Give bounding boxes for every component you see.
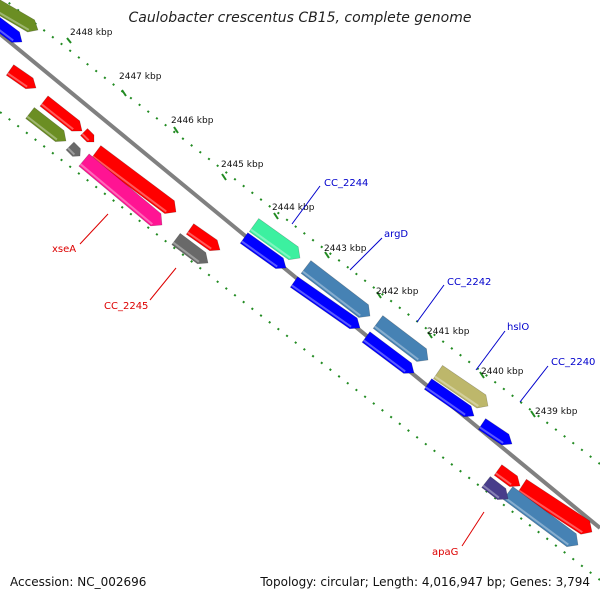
- tick-mark-2444: [273, 212, 279, 220]
- gene-red-upper-highlight: [40, 103, 74, 130]
- gene-gray-small-highlight: [67, 147, 76, 156]
- tick-mark-2442: [376, 291, 382, 299]
- gene-red-xsea[interactable]: [90, 145, 177, 214]
- leader-apag: [461, 511, 485, 547]
- kbp-label-2439: 2439 kbp: [535, 407, 578, 417]
- gene-steel-argd[interactable]: [300, 260, 371, 318]
- gene-label-argd[interactable]: argD: [384, 229, 408, 240]
- gene-red-left-small[interactable]: [5, 64, 37, 90]
- gene-label-group: CC_2244 argD CC_2242 hslO CC_2240 xseA C…: [52, 178, 595, 558]
- gene-blue-hslo[interactable]: [423, 378, 475, 418]
- kbp-label-2445: 2445 kbp: [221, 160, 264, 170]
- gene-label-xsea[interactable]: xseA: [52, 244, 76, 255]
- gene-red-xsea-highlight: [92, 155, 167, 213]
- gene-slate-apag-highlight: [482, 484, 500, 499]
- kbp-label-2448: 2448 kbp: [70, 28, 113, 38]
- kbp-label-2447: 2447 kbp: [119, 72, 162, 82]
- gene-slate-apag[interactable]: [481, 476, 509, 500]
- gene-steel-cc2242-highlight: [374, 325, 419, 361]
- gene-features: [0, 0, 593, 548]
- tick-mark-2446: [173, 126, 179, 134]
- gene-label-cc-2242[interactable]: CC_2242: [447, 277, 491, 288]
- gene-red-tiny[interactable]: [80, 128, 95, 143]
- gene-red-left-small-highlight: [7, 72, 28, 88]
- gene-label-hslo[interactable]: hslO: [507, 322, 529, 333]
- gene-label-apag[interactable]: apaG: [432, 547, 458, 558]
- kbp-tick-marks: [66, 37, 536, 418]
- gene-label-cc-2240[interactable]: CC_2240: [551, 357, 595, 368]
- gene-red-bottom-right-highlight: [518, 489, 583, 534]
- gene-red-right-small[interactable]: [185, 223, 221, 252]
- gene-blue-top-highlight: [0, 29, 14, 42]
- tick-mark-2443: [324, 251, 330, 259]
- leader-cc-2245: [149, 267, 177, 301]
- accession-text: Accession: NC_002696: [10, 575, 146, 589]
- kbp-label-2443: 2443 kbp: [324, 244, 367, 254]
- gene-steel-bottom[interactable]: [502, 486, 579, 548]
- upper-dotted-guide: [3, 0, 600, 465]
- gene-spring-cc2244[interactable]: [248, 218, 301, 261]
- gene-red-bottom-small-highlight: [495, 472, 512, 486]
- gene-blue-argd-highlight: [291, 284, 352, 328]
- leader-hslo: [475, 330, 506, 371]
- gene-magenta-xsea[interactable]: [78, 153, 163, 227]
- gene-red-bottom-right[interactable]: [517, 478, 593, 535]
- tick-mark-2439: [530, 410, 536, 418]
- gene-blue-cc2244-highlight: [241, 240, 278, 268]
- leader-argd: [349, 237, 383, 271]
- gene-blue-cc2242-highlight: [363, 339, 406, 373]
- gene-blue-argd[interactable]: [289, 276, 361, 330]
- leader-cc-2240: [519, 365, 549, 403]
- gene-blue-cc2240-highlight: [479, 426, 504, 444]
- kbp-label-2446: 2446 kbp: [171, 116, 214, 126]
- gene-olive-left-highlight: [26, 115, 58, 141]
- leader-cc-2244: [291, 185, 321, 225]
- gene-blue-cc2244[interactable]: [239, 232, 287, 269]
- gene-steel-cc2242[interactable]: [372, 315, 429, 362]
- gene-red-tiny-highlight: [81, 133, 90, 142]
- kbp-label-2441: 2441 kbp: [427, 327, 470, 337]
- tick-mark-2448: [66, 37, 72, 44]
- gene-red-upper[interactable]: [39, 95, 83, 132]
- gene-olive-top[interactable]: [0, 0, 39, 33]
- gene-red-bottom-small[interactable]: [493, 464, 521, 487]
- kbp-label-2442: 2442 kbp: [376, 287, 419, 297]
- gene-blue-top[interactable]: [0, 13, 23, 43]
- leader-xsea: [79, 213, 109, 245]
- gene-label-cc-2245[interactable]: CC_2245: [104, 301, 148, 312]
- map-title: Caulobacter crescentus CB15, complete ge…: [129, 10, 472, 26]
- tick-mark-2447: [121, 89, 127, 97]
- gene-olive-top-highlight: [0, 11, 30, 31]
- gene-red-right-small-highlight: [187, 231, 212, 250]
- gene-olive-left[interactable]: [25, 107, 67, 142]
- gene-gray-cc2245[interactable]: [171, 232, 209, 265]
- leader-cc-2242: [416, 284, 445, 323]
- gene-blue-cc2240[interactable]: [477, 418, 513, 446]
- lower-dotted-guide: [0, 111, 600, 581]
- gene-steel-argd-highlight: [302, 270, 361, 317]
- gene-khaki-hslo[interactable]: [433, 364, 489, 409]
- kbp-label-2440: 2440 kbp: [481, 367, 524, 377]
- gene-khaki-hslo-highlight: [434, 375, 479, 407]
- gene-gray-small[interactable]: [65, 141, 81, 157]
- leader-lines: [79, 185, 549, 547]
- gene-spring-cc2244-highlight: [250, 228, 291, 259]
- kbp-label-2444: 2444 kbp: [272, 203, 315, 213]
- gene-steel-bottom-highlight: [504, 496, 569, 546]
- topology-text: Topology: circular; Length: 4,016,947 bp…: [259, 575, 590, 589]
- tick-mark-2441: [427, 331, 433, 339]
- gene-magenta-xsea-highlight: [79, 163, 153, 225]
- tick-mark-2445: [221, 173, 227, 181]
- kbp-labels: 2448 kbp 2447 kbp 2446 kbp 2445 kbp 2444…: [70, 28, 578, 417]
- gene-blue-hslo-highlight: [425, 386, 466, 416]
- tick-mark-2440: [479, 371, 485, 379]
- gene-gray-cc2245-highlight: [172, 241, 200, 263]
- gene-label-cc-2244[interactable]: CC_2244: [324, 178, 368, 189]
- gene-blue-cc2242[interactable]: [361, 331, 415, 374]
